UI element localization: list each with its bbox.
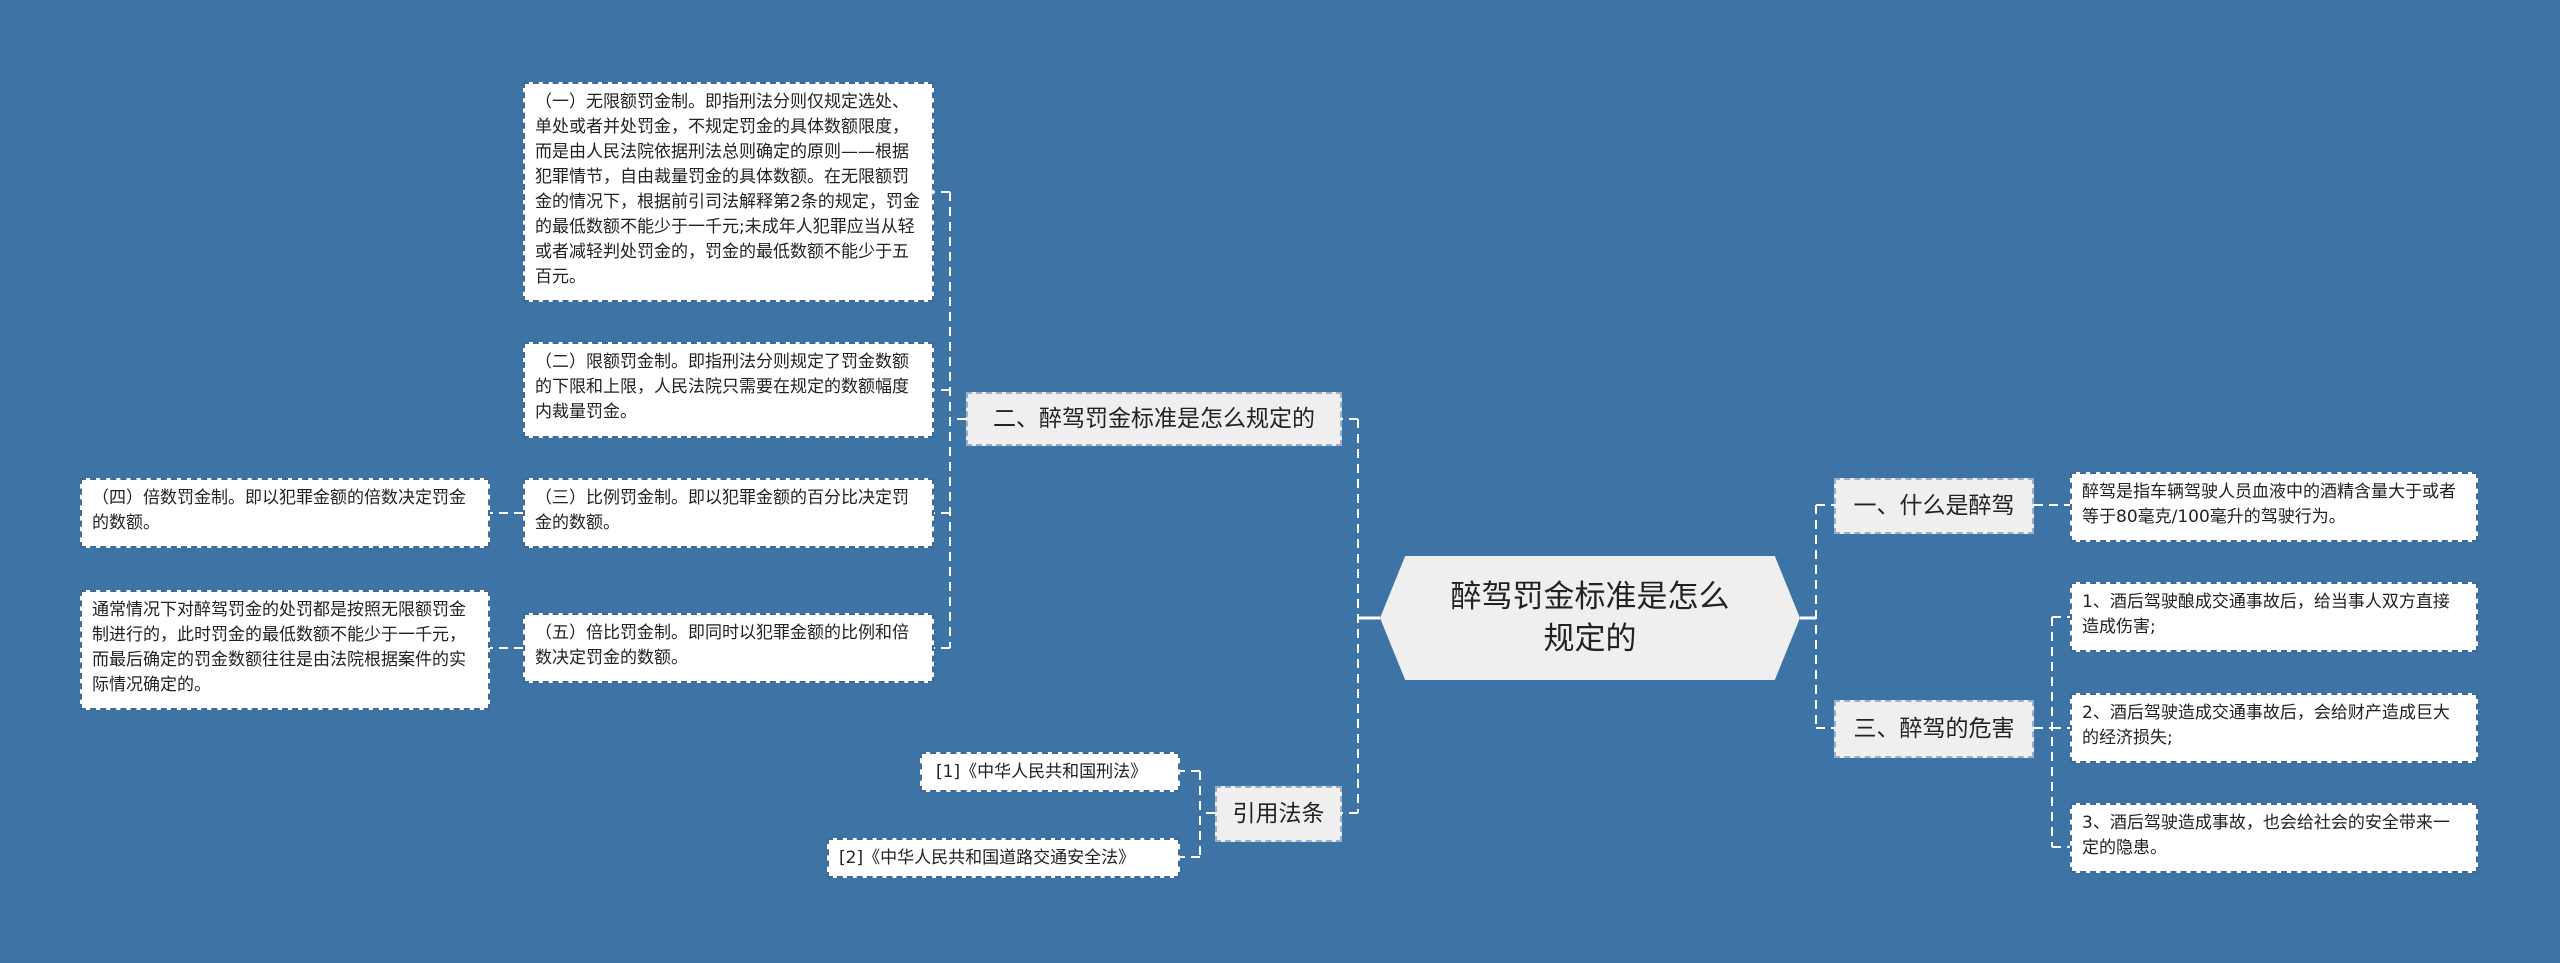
leaf-ratio-multiple-fine[interactable]: （五）倍比罚金制。即同时以犯罪金额的比例和倍数决定罚金的数额。 <box>523 613 934 683</box>
leaf-text: 2、酒后驾驶造成交通事故后，会给财产造成巨大的经济损失; <box>2082 703 2450 748</box>
branch-label: 三、醉驾的危害 <box>1853 716 2015 742</box>
branch-label: 二、醉驾罚金标准是怎么规定的 <box>993 406 1315 432</box>
leaf-harm-3[interactable]: 3、酒后驾驶造成事故，也会给社会的安全带来一定的隐患。 <box>2070 803 2478 873</box>
leaf-text: （五）倍比罚金制。即同时以犯罪金额的比例和倍数决定罚金的数额。 <box>535 623 909 668</box>
leaf-text: （二）限额罚金制。即指刑法分则规定了罚金数额的下限和上限，人民法院只需要在规定的… <box>535 352 909 422</box>
leaf-harm-2[interactable]: 2、酒后驾驶造成交通事故后，会给财产造成巨大的经济损失; <box>2070 693 2478 763</box>
central-topic-label: 醉驾罚金标准是怎么规定的 <box>1450 579 1730 657</box>
leaf-definition[interactable]: 醉驾是指车辆驾驶人员血液中的酒精含量大于或者等于80毫克/100毫升的驾驶行为。 <box>2070 472 2478 542</box>
leaf-multiple-fine[interactable]: （四）倍数罚金制。即以犯罪金额的倍数决定罚金的数额。 <box>80 478 490 548</box>
leaf-criminal-law[interactable]: [1]《中华人民共和国刑法》 <box>920 752 1180 792</box>
leaf-text: （四）倍数罚金制。即以犯罪金额的倍数决定罚金的数额。 <box>92 488 466 533</box>
leaf-text: 通常情况下对醉驾罚金的处罚都是按照无限额罚金制进行的，此时罚金的最低数额不能少于… <box>92 600 466 695</box>
leaf-text: （三）比例罚金制。即以犯罪金额的百分比决定罚金的数额。 <box>535 488 909 533</box>
branch-penalty-standards[interactable]: 二、醉驾罚金标准是怎么规定的 <box>966 392 1342 446</box>
leaf-text: 1、酒后驾驶酿成交通事故后，给当事人双方直接造成伤害; <box>2082 592 2450 637</box>
leaf-text: 3、酒后驾驶造成事故，也会给社会的安全带来一定的隐患。 <box>2082 813 2450 858</box>
branch-label: 引用法条 <box>1232 801 1325 827</box>
leaf-proportional-fine[interactable]: （三）比例罚金制。即以犯罪金额的百分比决定罚金的数额。 <box>523 478 934 548</box>
leaf-text: [1]《中华人民共和国刑法》 <box>936 762 1148 782</box>
leaf-limited-fine[interactable]: （二）限额罚金制。即指刑法分则规定了罚金数额的下限和上限，人民法院只需要在规定的… <box>523 342 934 438</box>
leaf-text: 醉驾是指车辆驾驶人员血液中的酒精含量大于或者等于80毫克/100毫升的驾驶行为。 <box>2082 482 2456 527</box>
branch-what-is-drunk-driving[interactable]: 一、什么是醉驾 <box>1834 478 2034 534</box>
branch-harms[interactable]: 三、醉驾的危害 <box>1834 700 2034 758</box>
branch-label: 一、什么是醉驾 <box>1853 493 2015 519</box>
leaf-text: [2]《中华人民共和国道路交通安全法》 <box>839 848 1136 868</box>
branch-cited-laws[interactable]: 引用法条 <box>1215 786 1342 842</box>
leaf-text: （一）无限额罚金制。即指刑法分则仅规定选处、单处或者并处罚金，不规定罚金的具体数… <box>535 92 920 287</box>
leaf-traffic-safety-law[interactable]: [2]《中华人民共和国道路交通安全法》 <box>827 838 1180 878</box>
leaf-usual-practice[interactable]: 通常情况下对醉驾罚金的处罚都是按照无限额罚金制进行的，此时罚金的最低数额不能少于… <box>80 590 490 710</box>
leaf-unlimited-fine[interactable]: （一）无限额罚金制。即指刑法分则仅规定选处、单处或者并处罚金，不规定罚金的具体数… <box>523 82 934 302</box>
central-topic[interactable]: 醉驾罚金标准是怎么规定的 <box>1380 556 1800 680</box>
leaf-harm-1[interactable]: 1、酒后驾驶酿成交通事故后，给当事人双方直接造成伤害; <box>2070 582 2478 652</box>
